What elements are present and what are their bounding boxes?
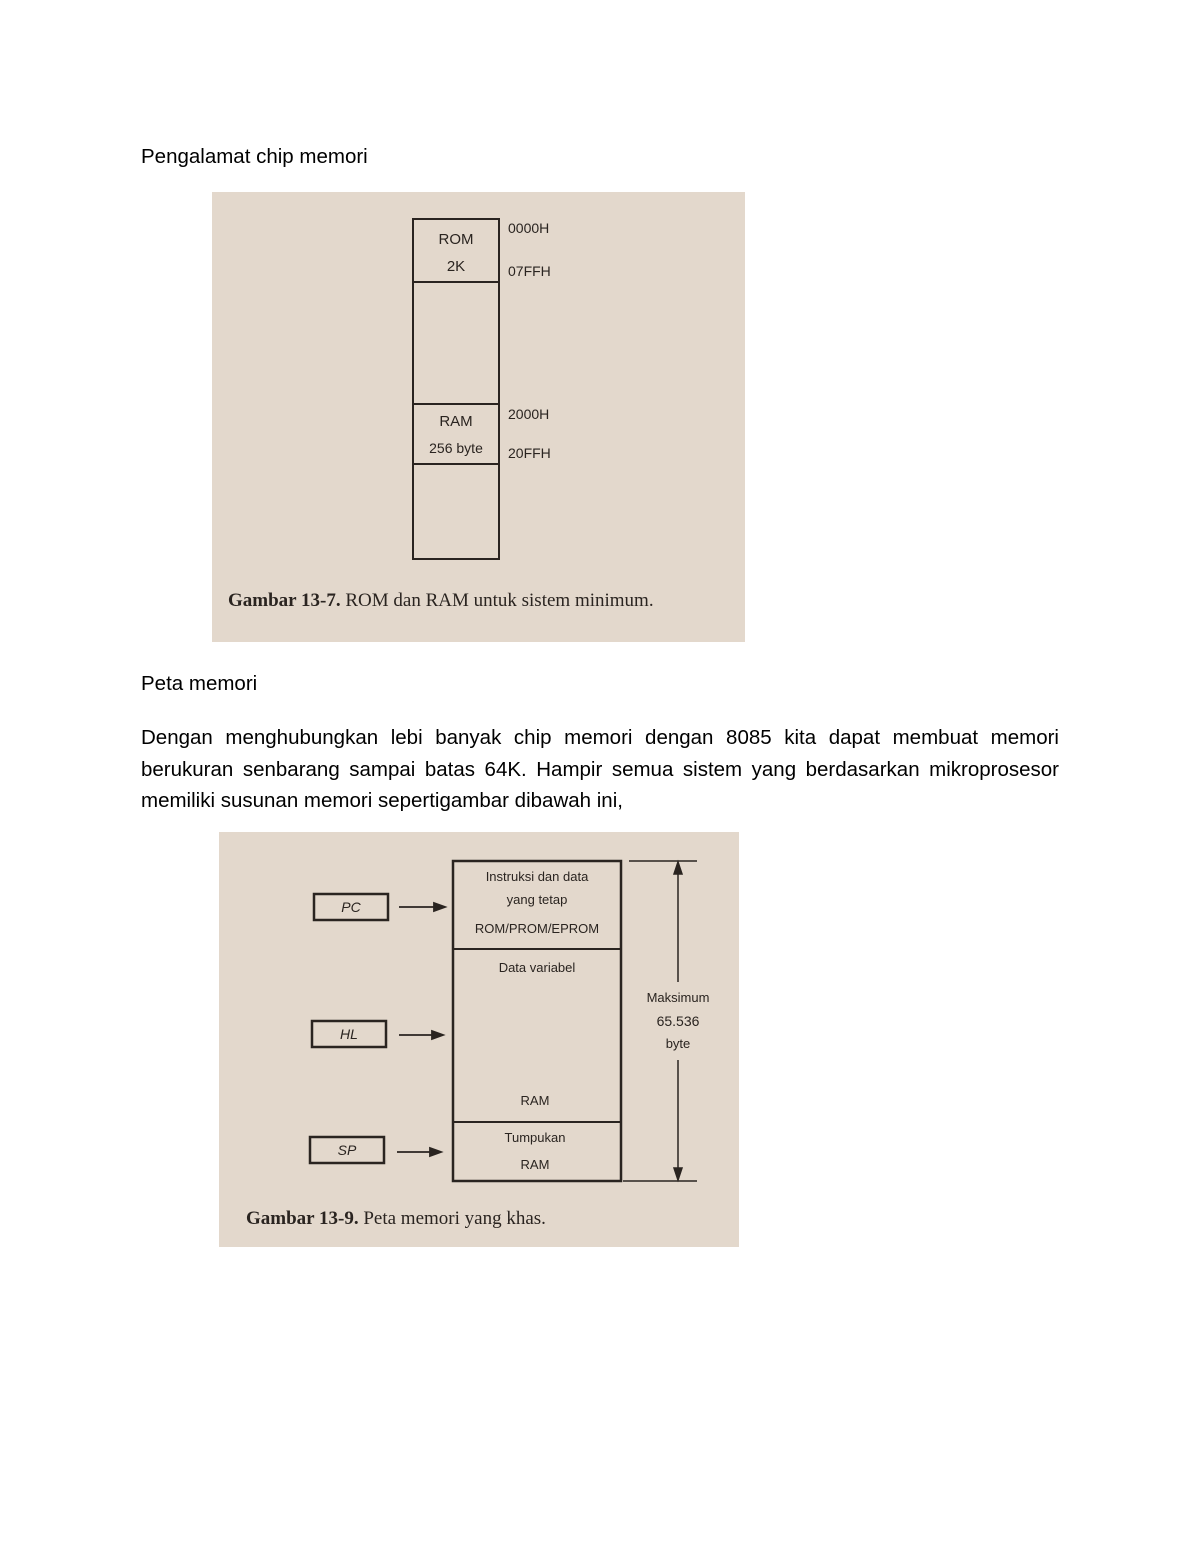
hl-arrow-icon xyxy=(431,1029,446,1041)
variable-data-label: Data variabel xyxy=(499,960,576,975)
figure-2-caption-text: Peta memori yang khas. xyxy=(359,1208,546,1229)
stack-label: Tumpukan xyxy=(505,1130,566,1145)
address-0000h: 0000H xyxy=(508,220,549,236)
memory-map-column xyxy=(451,859,623,1183)
sp-label: SP xyxy=(338,1142,357,1158)
rom-label: ROM xyxy=(439,231,474,248)
pc-label: PC xyxy=(341,899,361,915)
figure-1-caption: Gambar 13-7. ROM dan RAM untuk sistem mi… xyxy=(228,590,654,611)
address-07ffh: 07FFH xyxy=(508,263,551,279)
rom-ram-minimum-system-figure: ROM 2K RAM 256 byte 0000H 07FFH 2000H 20… xyxy=(212,192,745,642)
ram-label: RAM xyxy=(439,413,472,430)
hl-label: HL xyxy=(340,1026,358,1042)
body-paragraph: Dengan menghubungkan lebi banyak chip me… xyxy=(141,726,1059,812)
figure-1-caption-text: ROM dan RAM untuk sistem minimum. xyxy=(341,590,654,611)
address-20ffh: 20FFH xyxy=(508,445,551,461)
fixed-block-line-1: Instruksi dan data xyxy=(486,869,589,884)
section-heading-memory-map: Peta memori xyxy=(141,672,258,695)
memory-map-diagram: PC HL SP Instruksi dan data yang tetap R… xyxy=(219,832,739,1247)
address-2000h: 2000H xyxy=(508,406,549,422)
fixed-block-line-2: yang tetap xyxy=(507,892,568,907)
section-heading-chip-addressing: Pengalamat chip memori xyxy=(141,145,368,168)
pc-register-box xyxy=(312,892,390,922)
size-arrow-down-icon xyxy=(672,1167,684,1183)
rom-size: 2K xyxy=(447,258,465,275)
max-size-line-1: Maksimum xyxy=(647,990,710,1005)
sp-arrow-icon xyxy=(429,1146,444,1158)
figure-1-caption-number: Gambar 13-7. xyxy=(228,590,341,611)
typical-memory-map-figure: PC HL SP Instruksi dan data yang tetap R… xyxy=(219,832,739,1247)
max-size-line-2: 65.536 xyxy=(657,1013,700,1029)
memory-column xyxy=(412,218,500,560)
size-arrow-up-icon xyxy=(672,859,684,875)
sp-register-box xyxy=(308,1135,386,1165)
max-size-line-3: byte xyxy=(666,1036,691,1051)
ram-size: 256 byte xyxy=(429,440,483,456)
variable-ram-label: RAM xyxy=(521,1093,550,1108)
hl-register-box xyxy=(310,1019,388,1049)
fixed-block-line-3: ROM/PROM/EPROM xyxy=(475,921,599,936)
figure-2-caption-number: Gambar 13-9. xyxy=(246,1208,359,1229)
rom-ram-diagram: ROM 2K RAM 256 byte 0000H 07FFH 2000H 20… xyxy=(212,192,745,642)
pc-arrow-icon xyxy=(433,901,448,913)
stack-ram-label: RAM xyxy=(521,1157,550,1172)
figure-2-caption: Gambar 13-9. Peta memori yang khas. xyxy=(246,1208,546,1229)
